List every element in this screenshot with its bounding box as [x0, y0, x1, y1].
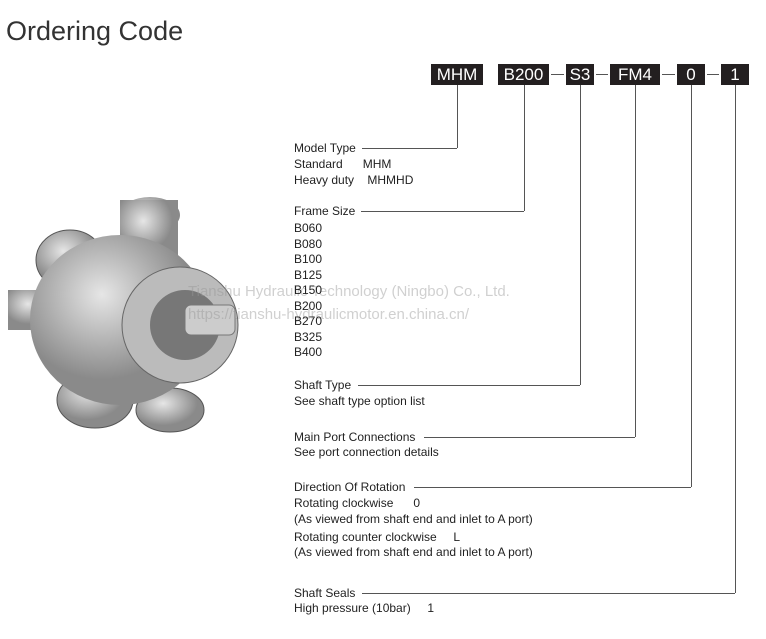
watermark-company: Tianshu Hydraulic Technology (Ningbo) Co… — [188, 283, 510, 300]
watermark-url: https://tianshu-hydraulicmotor.en.china.… — [188, 306, 469, 323]
rotation-ccw-note: (As viewed from shaft end and inlet to A… — [294, 545, 533, 559]
rotation-label: Direction Of Rotation — [294, 480, 406, 494]
shaft-seals-label: Shaft Seals — [294, 586, 356, 600]
code-shaft: S3 — [566, 64, 594, 85]
code-frame: B200 — [498, 64, 549, 85]
model-standard: Standard MHM — [294, 157, 392, 171]
model-heavy-duty: Heavy duty MHMHD — [294, 173, 414, 187]
page-title: Ordering Code — [6, 16, 184, 46]
rotation-ccw: Rotating counter clockwise L — [294, 530, 461, 544]
frame-option: B080 — [294, 237, 323, 251]
main-port-desc: See port connection details — [294, 445, 439, 459]
main-port-label: Main Port Connections — [294, 430, 416, 444]
frame-option: B150 — [294, 283, 323, 297]
frame-option: B060 — [294, 221, 323, 235]
model-type-label: Model Type — [294, 141, 356, 155]
shaft-seals-desc: High pressure (10bar) 1 — [294, 601, 435, 615]
frame-size-label: Frame Size — [294, 204, 356, 218]
shaft-type-desc: See shaft type option list — [294, 394, 425, 408]
rotation-cw: Rotating clockwise 0 — [294, 496, 421, 510]
code-rotation: 0 — [677, 64, 705, 85]
shaft-type-label: Shaft Type — [294, 378, 352, 392]
code-model: MHM — [431, 64, 483, 85]
frame-option: B100 — [294, 252, 323, 266]
frame-option: B400 — [294, 345, 323, 359]
hydraulic-motor-image — [8, 197, 239, 433]
code-seals: 1 — [721, 64, 749, 85]
code-port: FM4 — [610, 64, 660, 85]
frame-option: B200 — [294, 299, 323, 313]
rotation-cw-note: (As viewed from shaft end and inlet to A… — [294, 512, 533, 526]
frame-option: B270 — [294, 314, 323, 328]
frame-option: B125 — [294, 268, 323, 282]
frame-option: B325 — [294, 330, 323, 344]
